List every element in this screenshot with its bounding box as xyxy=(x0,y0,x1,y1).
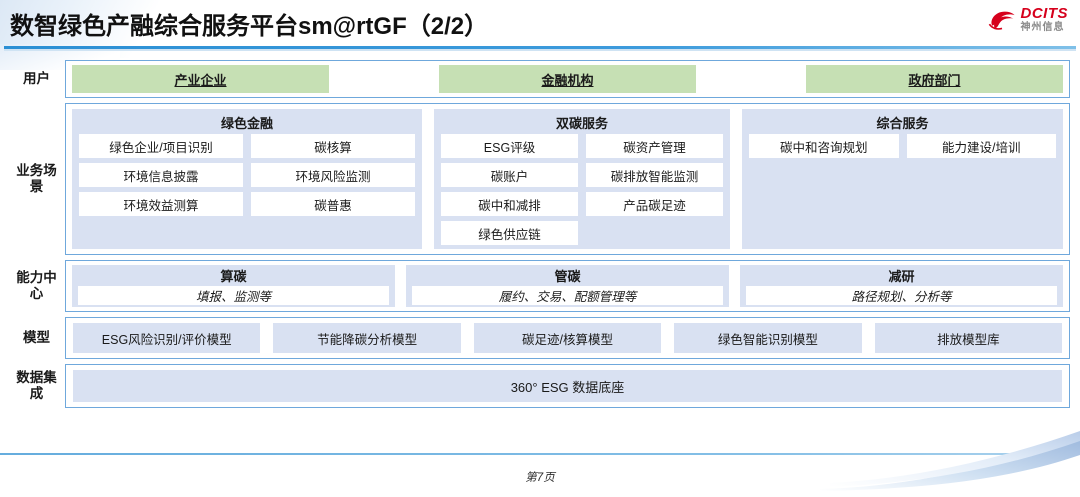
user-box[interactable]: 产业企业 xyxy=(72,65,329,93)
business-item[interactable]: ESG评级 xyxy=(441,134,578,158)
model-box[interactable]: ESG风险识别/评价模型 xyxy=(73,323,261,353)
business-item[interactable]: 环境风险监测 xyxy=(251,163,415,187)
business-item[interactable]: 碳普惠 xyxy=(251,192,415,216)
business-item[interactable]: 碳账户 xyxy=(441,163,578,187)
business-item[interactable]: 碳资产管理 xyxy=(586,134,723,158)
dcits-swirl-icon xyxy=(988,11,1015,30)
logo-english-text: DCITS xyxy=(1020,5,1068,22)
business-item[interactable]: 环境信息披露 xyxy=(79,163,243,187)
logo-chinese-text: 神州信息 xyxy=(1020,22,1065,33)
users-panel: 产业企业 金融机构 政府部门 xyxy=(65,60,1070,98)
business-items: 碳中和咨询规划 能力建设/培训 xyxy=(749,134,1056,158)
row-business-scenarios: 业务场景 绿色金融 绿色企业/项目识别 碳核算 环境信息披露 环境风险监测 环境… xyxy=(8,103,1070,255)
page-number: 第7页 xyxy=(525,472,555,484)
business-items: 绿色企业/项目识别 碳核算 环境信息披露 环境风险监测 环境效益测算 碳普惠 xyxy=(79,134,415,216)
user-box[interactable]: 政府部门 xyxy=(806,65,1063,93)
page-title: 数智绿色产融综合服务平台sm@rtGF（2/2） xyxy=(10,13,489,40)
business-item[interactable]: 碳中和咨询规划 xyxy=(749,134,899,158)
business-item[interactable]: 能力建设/培训 xyxy=(906,134,1056,158)
title-divider-soft xyxy=(4,49,1076,51)
row-label-users: 用户 xyxy=(23,71,50,87)
capability-header: 减研 xyxy=(888,269,915,284)
model-box[interactable]: 绿色智能识别模型 xyxy=(674,323,862,353)
capability-subtext[interactable]: 路径规划、分析等 xyxy=(746,286,1057,305)
data-box[interactable]: 360° ESG 数据底座 xyxy=(73,370,1062,402)
model-panel: ESG风险识别/评价模型 节能降碳分析模型 碳足迹/核算模型 绿色智能识别模型 … xyxy=(65,317,1070,359)
row-users: 用户 产业企业 金融机构 政府部门 xyxy=(8,60,1070,98)
model-box[interactable]: 排放模型库 xyxy=(874,323,1063,353)
model-box[interactable]: 节能降碳分析模型 xyxy=(273,323,461,353)
capability-header: 算碳 xyxy=(220,269,247,284)
business-item[interactable]: 绿色企业/项目识别 xyxy=(79,134,243,158)
business-column-green-finance: 绿色金融 绿色企业/项目识别 碳核算 环境信息披露 环境风险监测 环境效益测算 … xyxy=(72,109,422,249)
capability-header: 管碳 xyxy=(554,269,581,284)
architecture-grid: 用户 产业企业 金融机构 政府部门 业务场景 绿色金融 绿色企业/项目识别 碳核… xyxy=(8,60,1070,408)
business-panel: 绿色金融 绿色企业/项目识别 碳核算 环境信息披露 环境风险监测 环境效益测算 … xyxy=(65,103,1070,255)
title-divider xyxy=(4,46,1076,49)
capability-column: 管碳 履约、交易、配额管理等 xyxy=(406,265,729,307)
capability-subtext[interactable]: 填报、监测等 xyxy=(78,286,389,305)
data-panel: 360° ESG 数据底座 xyxy=(65,364,1070,408)
row-model: 模型 ESG风险识别/评价模型 节能降碳分析模型 碳足迹/核算模型 绿色智能识别… xyxy=(8,317,1070,359)
row-label-data-integration: 数据集成 xyxy=(16,370,57,401)
business-item[interactable]: 产品碳足迹 xyxy=(586,192,723,216)
row-capability-center: 能力中心 算碳 填报、监测等 管碳 履约、交易、配额管理等 减研 路径规划、分析… xyxy=(8,260,1070,312)
business-column-dual-carbon: 双碳服务 ESG评级 碳资产管理 碳账户 碳排放智能监测 碳中和减排 产品碳足迹… xyxy=(434,109,730,249)
business-item[interactable]: 碳排放智能监测 xyxy=(586,163,723,187)
logo-wordmark: DCITS 神州信息 xyxy=(1021,6,1069,33)
business-column-header: 双碳服务 xyxy=(555,116,608,131)
business-column-header: 综合服务 xyxy=(876,116,929,131)
business-column-comprehensive: 综合服务 碳中和咨询规划 能力建设/培训 xyxy=(742,109,1063,249)
business-column-header: 绿色金融 xyxy=(220,116,273,131)
footer-divider xyxy=(0,453,1080,455)
capability-column: 减研 路径规划、分析等 xyxy=(740,265,1063,307)
business-item[interactable]: 碳核算 xyxy=(251,134,415,158)
row-label-model: 模型 xyxy=(23,330,50,346)
user-box[interactable]: 金融机构 xyxy=(439,65,696,93)
capability-column: 算碳 填报、监测等 xyxy=(72,265,395,307)
row-label-business-scenarios: 业务场景 xyxy=(16,163,57,194)
capability-panel: 算碳 填报、监测等 管碳 履约、交易、配额管理等 减研 路径规划、分析等 xyxy=(65,260,1070,312)
business-item[interactable]: 环境效益测算 xyxy=(79,192,243,216)
capability-subtext[interactable]: 履约、交易、配额管理等 xyxy=(412,286,723,305)
model-box[interactable]: 碳足迹/核算模型 xyxy=(473,323,662,353)
brand-logo: DCITS 神州信息 xyxy=(988,6,1069,33)
row-label-capability-center: 能力中心 xyxy=(16,270,57,301)
business-item[interactable]: 碳中和减排 xyxy=(441,192,578,216)
business-items: ESG评级 碳资产管理 碳账户 碳排放智能监测 碳中和减排 产品碳足迹 绿色供应… xyxy=(441,134,723,245)
row-data-integration: 数据集成 360° ESG 数据底座 xyxy=(8,364,1070,408)
business-item[interactable]: 绿色供应链 xyxy=(441,221,578,245)
